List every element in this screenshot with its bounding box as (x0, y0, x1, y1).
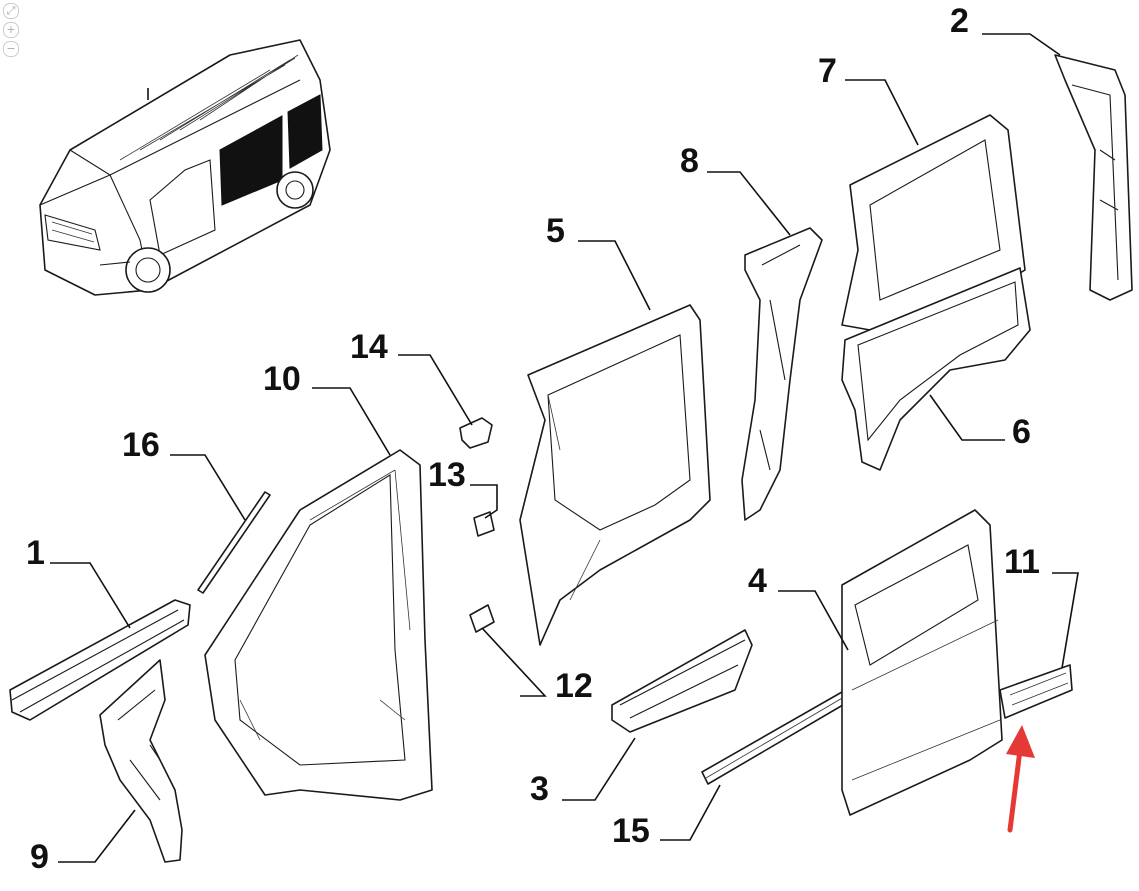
fit-to-screen-icon[interactable]: ⤢ (3, 3, 19, 19)
callout-2: 2 (950, 2, 969, 40)
part-12-bracket (469, 604, 495, 633)
callout-10: 10 (263, 360, 301, 398)
callout-8: 8 (680, 142, 699, 180)
part-10-side-frame (204, 449, 433, 801)
part-2-rear-pillar (1054, 54, 1133, 301)
part-3-reinforcement (611, 629, 753, 733)
callout-15: 15 (612, 812, 650, 850)
part-11-small-panel (999, 664, 1073, 719)
callout-9: 9 (30, 838, 49, 876)
part-13-bracket (473, 511, 495, 537)
callout-11: 11 (1004, 543, 1040, 581)
part-15-sill-strip (701, 691, 849, 785)
callout-1: 1 (26, 534, 45, 572)
part-6-lower-rear-panel (841, 267, 1031, 471)
highlight-arrow-icon (1006, 725, 1035, 833)
zoom-in-icon[interactable]: + (3, 22, 19, 38)
vehicle-overview-illustration (39, 39, 331, 296)
part-5-side-panel (519, 304, 711, 646)
callout-labels: 1 2 3 4 5 6 7 8 9 10 11 12 13 14 15 16 (26, 2, 1040, 876)
callout-3: 3 (530, 770, 549, 808)
zoom-out-icon[interactable]: − (3, 41, 19, 57)
part-8-pillar (741, 227, 823, 521)
callout-4: 4 (748, 562, 767, 600)
part-1-sill-rail (9, 599, 191, 721)
callout-14: 14 (350, 328, 388, 366)
part-16-trim-strip (197, 491, 271, 594)
zoom-controls: ⤢ + − (2, 2, 20, 60)
leader-lines (50, 33, 1079, 863)
part-9-lower-pillar (99, 659, 183, 863)
part-14-bracket (459, 417, 493, 449)
part-4-sliding-door (841, 509, 1003, 816)
callout-5: 5 (546, 212, 565, 250)
callout-12: 12 (555, 667, 593, 705)
callout-13: 13 (428, 456, 466, 494)
callout-16: 16 (122, 426, 160, 464)
callout-7: 7 (818, 52, 837, 90)
callout-6: 6 (1012, 413, 1031, 451)
